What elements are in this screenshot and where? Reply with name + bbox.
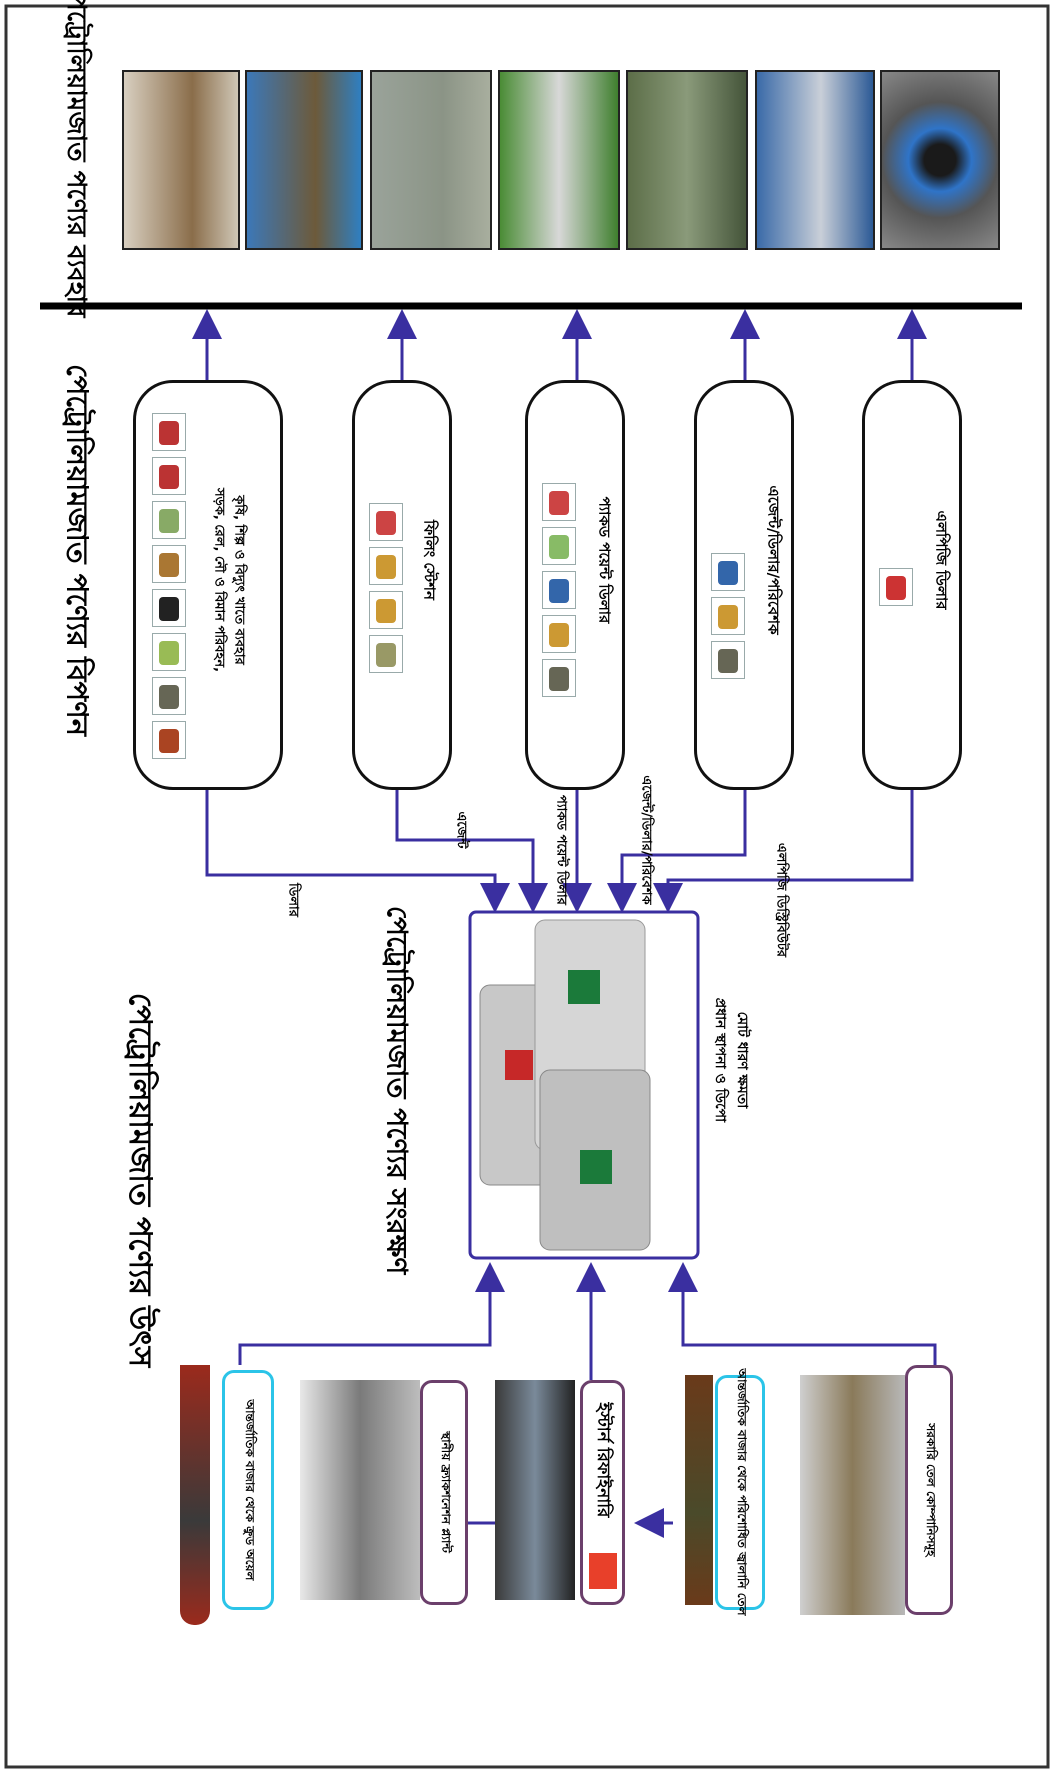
market-box-1	[133, 380, 283, 790]
title-storage-1: পেট্রোলিয়ামজাত পণ্যের সংরক্ষণ	[380, 905, 414, 1275]
source-box-5	[905, 1365, 953, 1615]
source-label-3: ইস্টার্ন রিফাইনারি	[593, 1402, 613, 1518]
channel-label-3: প্যাকড পয়েন্ট ডিলার	[553, 795, 569, 905]
storage-caption-1: প্রধান স্থাপনা ও ডিপো	[712, 997, 728, 1123]
usage-photo-6	[755, 70, 875, 250]
arrow-src1	[238, 1262, 505, 1365]
market-box-3	[525, 380, 625, 790]
market-label-1a: সড়ক, রেল, নৌ ও বিমান পরিবহন,	[211, 487, 227, 673]
source-box-4	[715, 1375, 765, 1610]
title-marketing: পেট্রোলিয়ামজাত পণ্যের বিপণন	[60, 363, 95, 737]
source-label-4: আন্তর্জাতিক বাজার থেকে পরিশোধিত জ্বালানি…	[735, 1368, 749, 1616]
market-label-3: প্যাকড পয়েন্ট ডিলার	[595, 496, 614, 624]
channel-label-1: ডিলার	[285, 883, 301, 917]
outer-frame	[4, 4, 1050, 1769]
storage-caption-2: মোট ধারণ ক্ষমতা	[734, 1011, 750, 1109]
market-box-4	[694, 380, 794, 790]
channel-label-2: এজেন্ট	[453, 811, 469, 849]
channel-label-4: এজেন্ট/ডিলার/পরিবেশক	[638, 775, 654, 905]
market-label-4: এজেন্ট/ডিলার/পরিবেশক	[764, 485, 783, 635]
source-label-2: স্থানীয় ফ্র্যাকশনেশন প্ল্যান্ট	[439, 1431, 453, 1553]
usage-photo-4	[498, 70, 620, 250]
source-box-1	[222, 1370, 274, 1610]
arrow-mkt5	[653, 790, 914, 913]
source-box-2	[420, 1380, 468, 1605]
title-usage: পেট্রোলিয়ামজাত পণ্যের ব্যবহার	[61, 0, 91, 318]
source-image-1	[180, 1365, 210, 1625]
source-label-1: আন্তর্জাতিক বাজার থেকে ক্রুড অয়েল	[243, 1399, 257, 1581]
usage-photo-2	[245, 70, 363, 250]
source-label-5: সরকারি তেল কোম্পানিসমূহ	[924, 1423, 938, 1557]
source-image-3	[495, 1380, 575, 1600]
source-box-3	[580, 1380, 625, 1605]
usage-photo-3	[370, 70, 492, 250]
market-box-5	[862, 380, 962, 790]
market-label-5: এলপিজি ডিলার	[932, 510, 951, 610]
source-image-2	[300, 1380, 420, 1600]
arrow-mkt2	[395, 790, 548, 913]
title-source: পেট্রোলিয়ামজাত পণ্যের উৎস	[122, 992, 158, 1368]
storage-to-market-arrows	[205, 790, 914, 913]
market-to-usage-arrows	[192, 309, 927, 380]
source-image-5	[800, 1375, 905, 1615]
market-box-2	[352, 380, 452, 790]
storage-tanks	[479, 919, 651, 1251]
market-label-1b: কৃষি, শিল্প ও বিদ্যুৎ খাতে ব্যবহার	[231, 495, 247, 665]
arrow-mkt1	[205, 790, 510, 913]
source-image-4	[685, 1375, 713, 1605]
market-label-2: ফিলিং স্টেশন	[420, 520, 439, 600]
channel-label-5: এলপিজি ডিস্ট্রিবিউটর	[773, 842, 789, 958]
arrow-src5	[668, 1262, 937, 1365]
usage-photo-1	[122, 70, 240, 250]
arrow-mkt4	[607, 790, 747, 913]
usage-photo-7	[880, 70, 1000, 250]
usage-photo-5	[626, 70, 748, 250]
